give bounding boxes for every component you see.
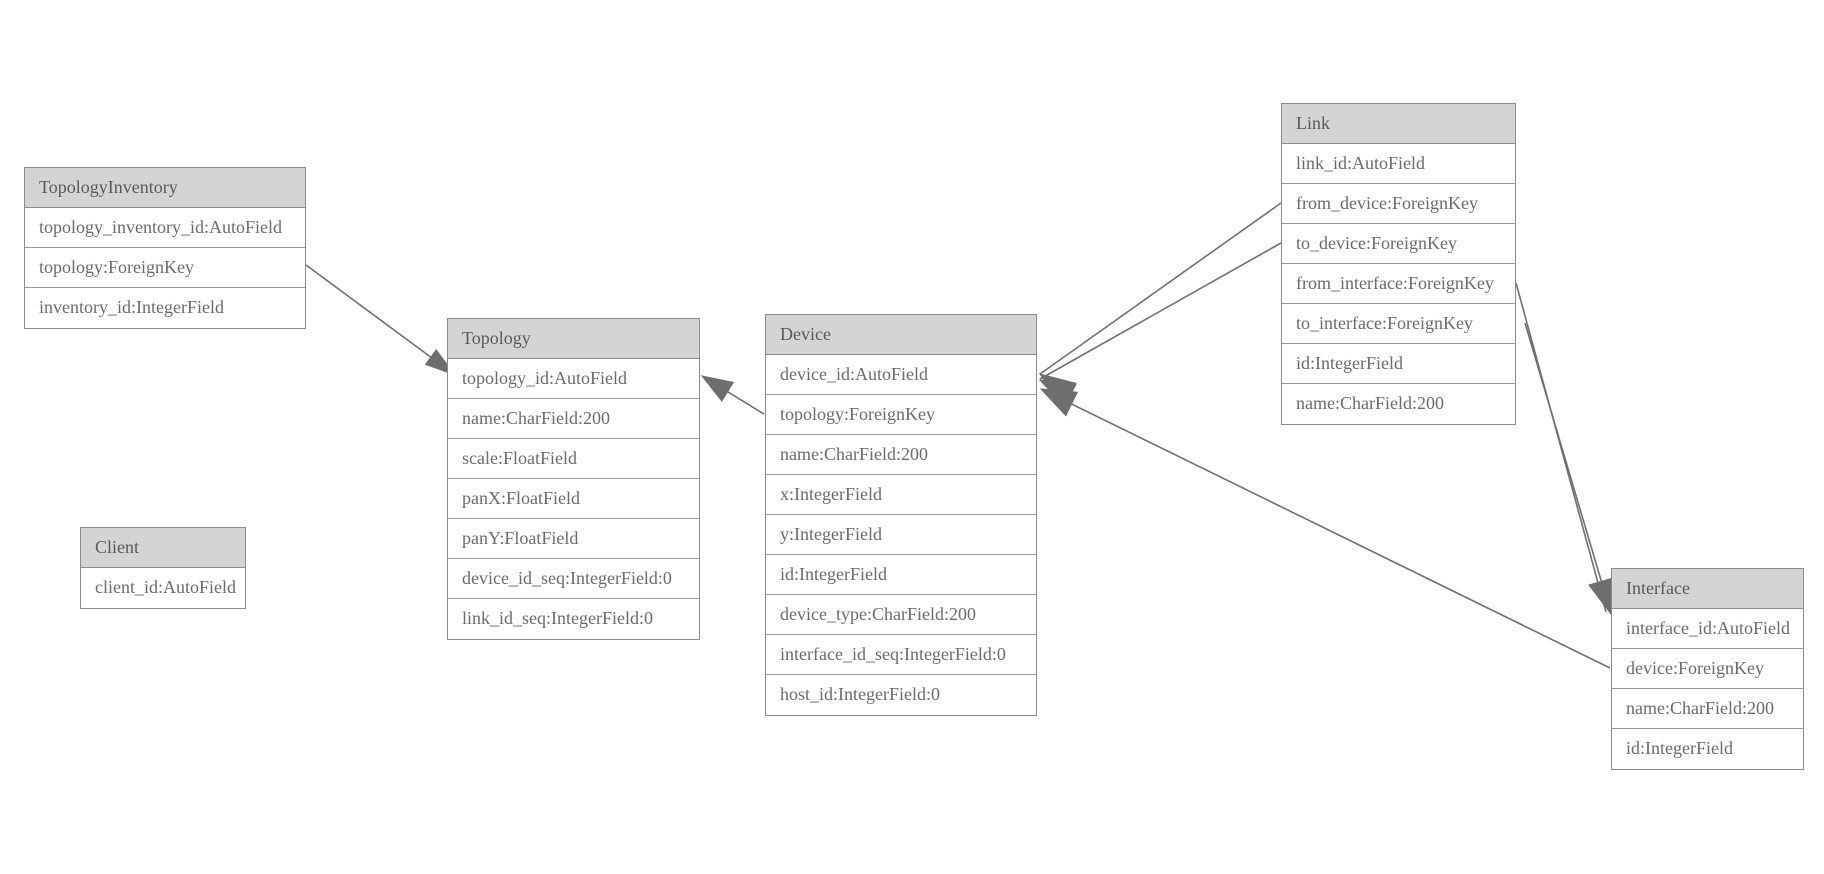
field-client-client-id: client_id:AutoField	[81, 568, 245, 608]
entity-client[interactable]: Client client_id:AutoField	[80, 527, 246, 609]
field-topology-link-id-seq: link_id_seq:IntegerField:0	[448, 599, 699, 639]
relation-device-topology	[700, 375, 765, 415]
field-interface-interface-id: interface_id:AutoField	[1612, 609, 1803, 649]
relation-link-from-interface	[1515, 282, 1607, 613]
relation-link-to-device	[1039, 242, 1282, 380]
field-link-name: name:CharField:200	[1282, 384, 1515, 424]
relation-link-to-interface	[1524, 322, 1612, 615]
field-interface-name: name:CharField:200	[1612, 689, 1803, 729]
field-device-topology: topology:ForeignKey	[766, 395, 1036, 435]
entity-title-device: Device	[766, 315, 1036, 355]
field-device-name: name:CharField:200	[766, 435, 1036, 475]
field-topology-device-id-seq: device_id_seq:IntegerField:0	[448, 559, 699, 599]
field-link-id: id:IntegerField	[1282, 344, 1515, 384]
relation-link-from-device	[1039, 202, 1282, 375]
entity-title-topology: Topology	[448, 319, 699, 359]
device-incoming-arrowheads	[1038, 373, 1079, 417]
field-link-link-id: link_id:AutoField	[1282, 144, 1515, 184]
field-device-device-type: device_type:CharField:200	[766, 595, 1036, 635]
field-topology-inventory-inventory-id: inventory_id:IntegerField	[25, 288, 305, 328]
relation-interface-device	[1042, 389, 1611, 669]
field-topology-name: name:CharField:200	[448, 399, 699, 439]
entity-device[interactable]: Device device_id:AutoField topology:Fore…	[765, 314, 1037, 716]
field-device-x: x:IntegerField	[766, 475, 1036, 515]
entity-title-link: Link	[1282, 104, 1515, 144]
field-topology-scale: scale:FloatField	[448, 439, 699, 479]
field-interface-id: id:IntegerField	[1612, 729, 1803, 769]
field-link-to-interface: to_interface:ForeignKey	[1282, 304, 1515, 344]
field-link-from-device: from_device:ForeignKey	[1282, 184, 1515, 224]
entity-title-interface: Interface	[1612, 569, 1803, 609]
entity-topology-inventory[interactable]: TopologyInventory topology_inventory_id:…	[24, 167, 306, 329]
relation-topologyinventory-topology	[305, 264, 457, 377]
field-device-interface-id-seq: interface_id_seq:IntegerField:0	[766, 635, 1036, 675]
field-device-host-id: host_id:IntegerField:0	[766, 675, 1036, 715]
field-topology-topology-id: topology_id:AutoField	[448, 359, 699, 399]
field-topology-inventory-id: topology_inventory_id:AutoField	[25, 208, 305, 248]
entity-interface[interactable]: Interface interface_id:AutoField device:…	[1611, 568, 1804, 770]
field-interface-device: device:ForeignKey	[1612, 649, 1803, 689]
field-device-id: id:IntegerField	[766, 555, 1036, 595]
entity-link[interactable]: Link link_id:AutoField from_device:Forei…	[1281, 103, 1516, 425]
field-device-y: y:IntegerField	[766, 515, 1036, 555]
field-device-device-id: device_id:AutoField	[766, 355, 1036, 395]
field-topology-panx: panX:FloatField	[448, 479, 699, 519]
entity-topology[interactable]: Topology topology_id:AutoField name:Char…	[447, 318, 700, 640]
field-topology-pany: panY:FloatField	[448, 519, 699, 559]
field-link-to-device: to_device:ForeignKey	[1282, 224, 1515, 264]
entity-title-client: Client	[81, 528, 245, 568]
field-link-from-interface: from_interface:ForeignKey	[1282, 264, 1515, 304]
entity-title-topology-inventory: TopologyInventory	[25, 168, 305, 208]
field-topology-inventory-topology: topology:ForeignKey	[25, 248, 305, 288]
